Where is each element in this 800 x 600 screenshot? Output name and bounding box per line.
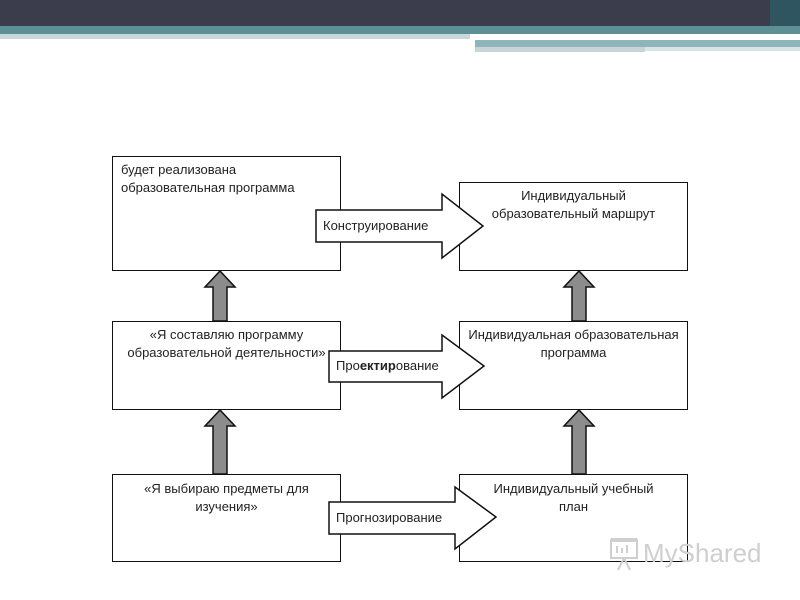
up-arrow-right-top xyxy=(562,269,596,322)
watermark-myshared: MyShared xyxy=(643,538,762,568)
slide-header-stripe-right xyxy=(475,40,800,47)
up-arrow-left-top xyxy=(203,269,237,322)
slide-header-stripe xyxy=(0,26,800,34)
slide-header-stripe-light xyxy=(0,34,470,39)
arrow-label-construct: Конструирование xyxy=(323,218,429,233)
up-arrow-left-bottom xyxy=(203,408,237,475)
box-realized-program-text: будет реализована образовательная програ… xyxy=(121,162,295,195)
myshared-logo-icon xyxy=(610,538,638,571)
arrow-label-design: Проектирование xyxy=(336,358,439,374)
box-individual-plan: Индивидуальный учебный план xyxy=(459,474,688,562)
box-compose-program: «Я составляю программу образовательной д… xyxy=(112,321,341,410)
slide-header-stripe-thin xyxy=(475,47,645,52)
right-arrow-design xyxy=(328,333,486,400)
arrow-label-design-bold: ектир xyxy=(359,358,396,373)
box-choose-subjects: «Я выбираю предметы для изучения» xyxy=(112,474,341,562)
box-individual-plan-text: Индивидуальный учебный план xyxy=(493,481,654,514)
box-compose-program-text: «Я составляю программу образовательной д… xyxy=(127,327,326,360)
slide-header-stripe-thin-2 xyxy=(645,47,800,51)
right-arrow-construct xyxy=(315,192,485,260)
box-individual-program-text: Индивидуальная образовательная программа xyxy=(468,327,679,360)
arrow-label-forecast: Прогнозирование xyxy=(336,510,443,525)
box-individual-route: Индивидуальный образовательный маршрут xyxy=(459,182,688,271)
box-individual-program: Индивидуальная образовательная программа xyxy=(459,321,688,410)
slide-header-bar xyxy=(0,0,800,26)
box-individual-route-text: Индивидуальный образовательный маршрут xyxy=(491,188,656,221)
arrow-label-design-pre: Про xyxy=(336,358,360,373)
up-arrow-right-bottom xyxy=(562,408,596,475)
box-choose-subjects-text: «Я выбираю предметы для изучения» xyxy=(144,481,309,514)
arrow-label-design-post: ование xyxy=(395,358,439,373)
right-arrow-forecast xyxy=(328,485,498,551)
slide-header-accent xyxy=(770,0,800,26)
